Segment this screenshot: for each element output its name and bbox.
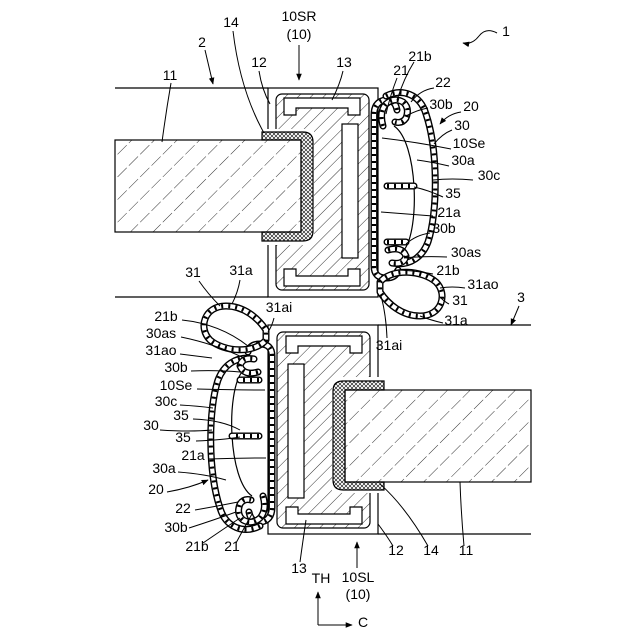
lower-frame-group-label: (10) [346,586,371,602]
upper-seal-label: 30 [454,117,470,133]
assembly-ref-label: 1 [502,23,510,39]
upper-seal-label: 21b [408,48,432,64]
axis-label-vertical: TH [312,570,331,586]
upper-seal-label: 35 [445,185,461,201]
upper-frame-body-label: 13 [336,54,352,70]
lower-seal-label: 30b [164,519,188,535]
upper-seal-label: 20 [463,98,479,114]
upper-panel-label: 2 [198,34,206,50]
upper-seal-label: 21a [437,204,461,220]
lower-seal-label: 21b [154,308,178,324]
lower-seal-label: 35 [173,407,189,423]
lower-seal-label: 21b [185,538,209,554]
upper-glass-label: 11 [163,67,178,83]
upper-seal-label: 31a [444,312,468,328]
lower-seal-label: 30b [164,359,188,375]
lower-seal-label: 22 [175,500,191,516]
lower-seal-label: 10Se [160,377,193,393]
lower-frame-label: 10SL [342,569,375,585]
upper-frame-group-label: (10) [287,26,312,42]
upper-seal-label: 30as [451,244,481,260]
upper-seal-label: 31 [452,292,468,308]
lower-seal-label: 31ai [266,299,292,315]
lower-gasket-label: 14 [423,542,439,558]
lower-seal-label: 30 [143,417,159,433]
lower-panel-label: 3 [517,289,525,305]
upper-seal-label: 30b [429,96,453,112]
lower-seal-label: 21a [181,447,205,463]
upper-frame-label: 10SR [281,8,316,24]
upper-seal-label: 30b [432,220,456,236]
upper-frame-wall-label: 12 [251,54,267,70]
lower-seal-label: 31ao [145,342,176,358]
lower-frame-wall-label: 12 [388,542,404,558]
lower-seal-label: 31 [185,264,201,280]
upper-seal-label: 31ao [467,276,498,292]
upper-seal-label: 30c [478,167,501,183]
lower-glass-label: 11 [459,542,474,558]
lower-seal-label: 31a [229,262,253,278]
upper-seal-label: 21 [393,62,409,78]
lower-seal-label: 30a [152,460,176,476]
upper-seal-label: 21b [436,262,460,278]
upper-seal-label: 30a [451,152,475,168]
upper-gasket-label: 14 [223,14,239,30]
upper-seal-label: 31ai [376,337,402,353]
lower-seal-label: 30as [146,325,176,341]
lower-seal-label: 35 [175,429,191,445]
upper-seal-label: 22 [435,74,451,90]
lower-seal-label: 21 [224,538,240,554]
lower-seal-label: 20 [148,481,164,497]
upper-seal-label: 10Se [453,135,486,151]
axis-label-horizontal: C [358,614,368,630]
lower-frame-body-label: 13 [291,560,307,576]
frame-core-bar [342,124,358,258]
glass-pane [115,140,301,232]
